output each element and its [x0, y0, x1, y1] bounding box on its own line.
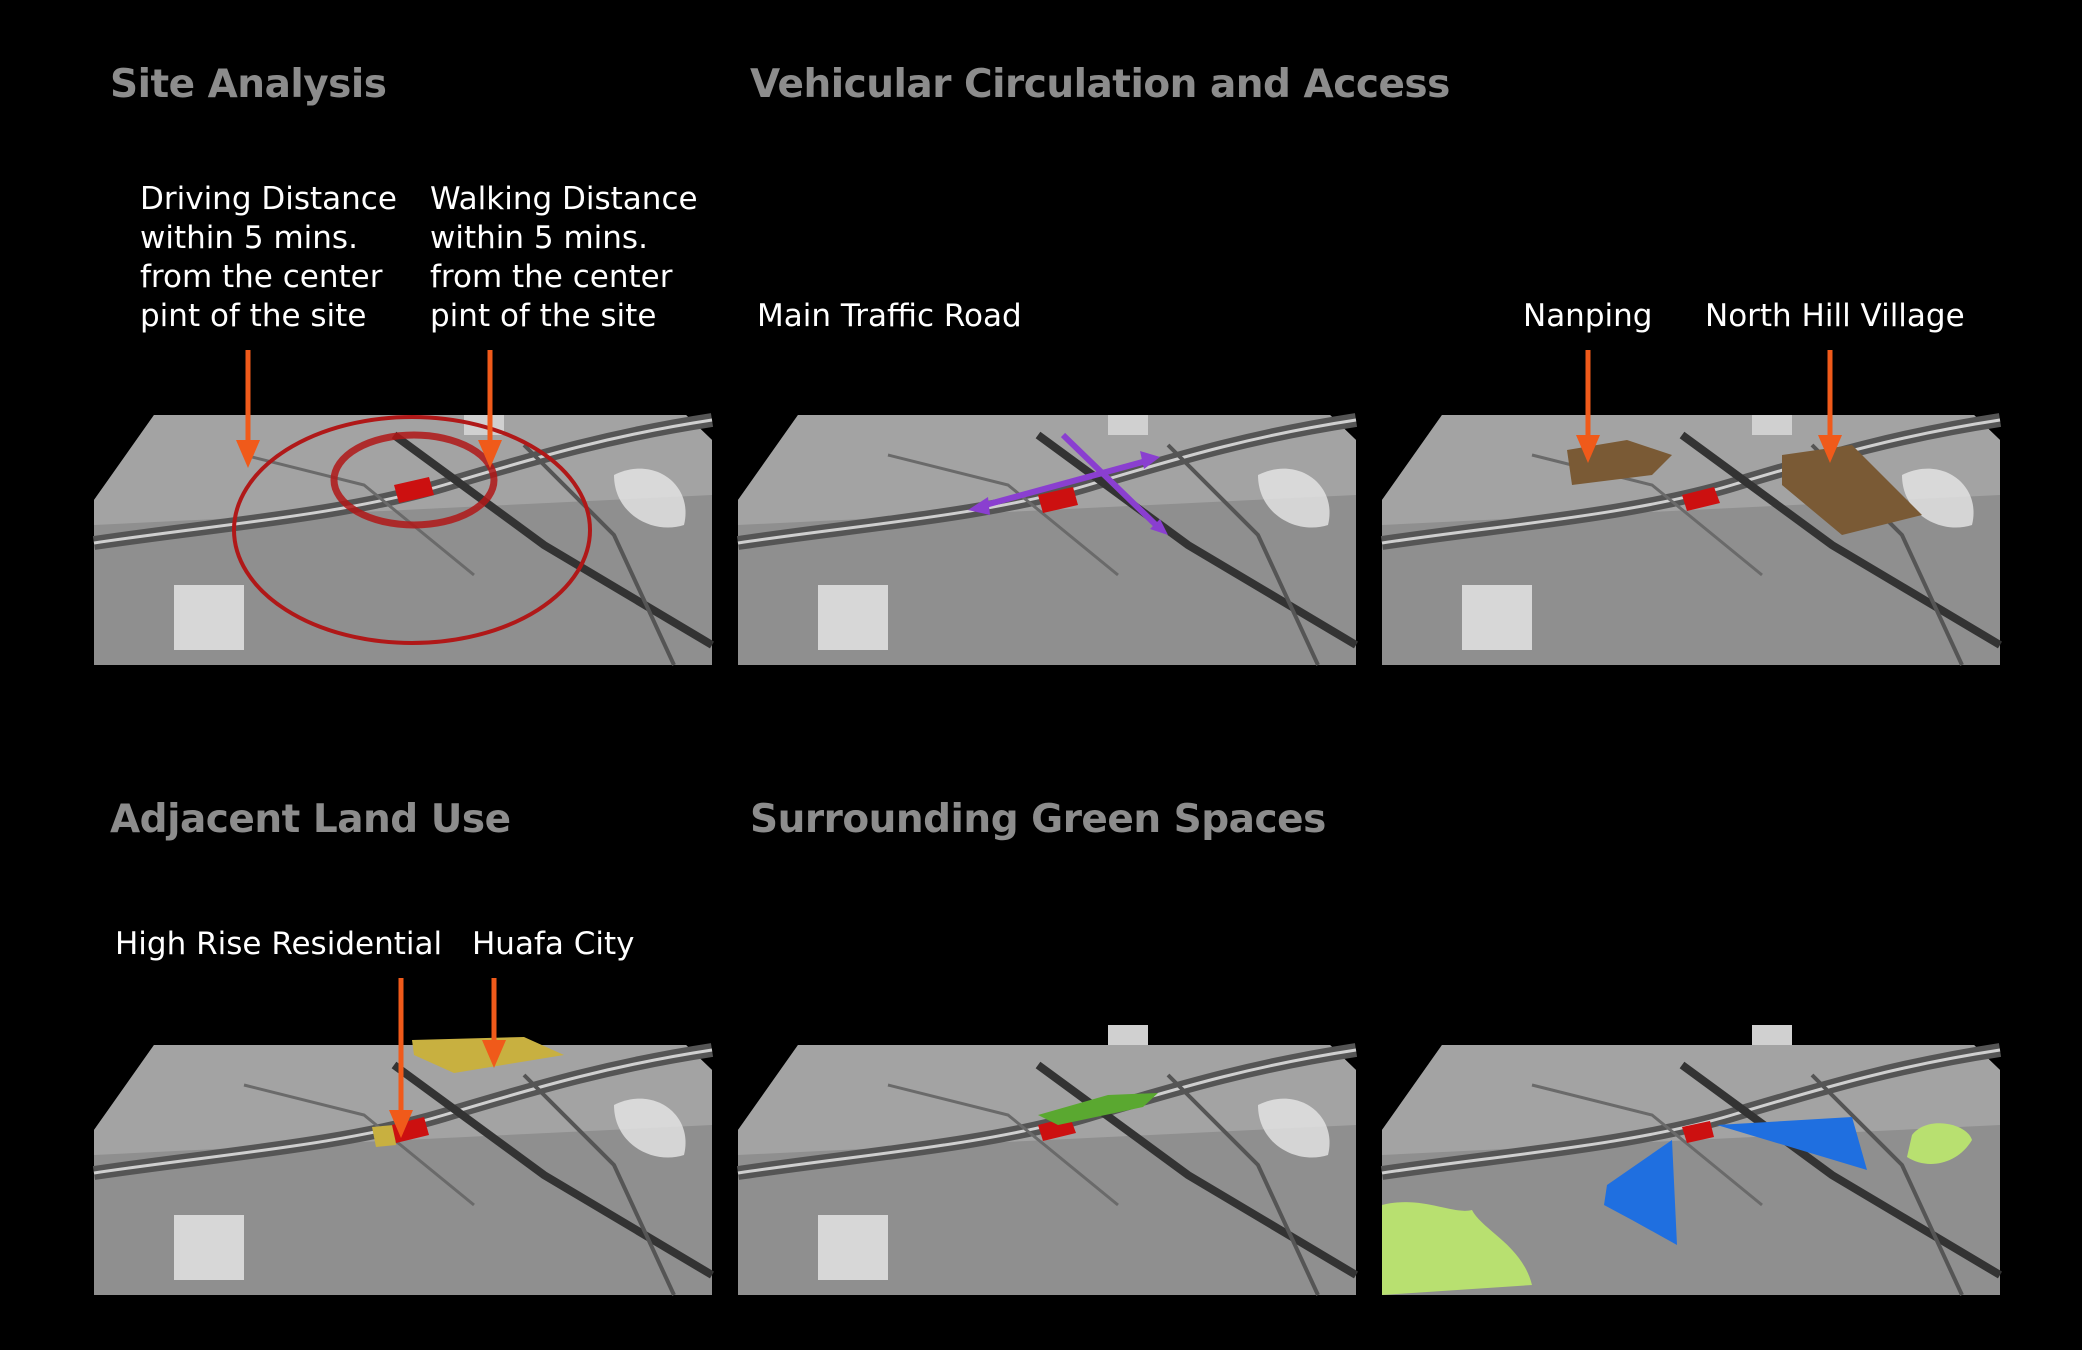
- map-panel-green-spaces: [736, 1025, 1359, 1296]
- map-base: [736, 1025, 1359, 1296]
- water-area-left: [1604, 1140, 1677, 1245]
- map-panel-land-use: [92, 1037, 715, 1296]
- high-rise-residential-area: [372, 1125, 396, 1147]
- map-site-analysis-svg: [92, 413, 715, 666]
- park-area-left: [1382, 1202, 1532, 1295]
- heading-vehicular-circulation: Vehicular Circulation and Access: [750, 62, 1450, 107]
- walking-distance-ring: [330, 431, 498, 529]
- map-panel-water-parks: [1380, 1025, 2003, 1296]
- map-base: [1380, 413, 2003, 666]
- map-panel-vehicular: [736, 413, 1359, 666]
- green-strip-area: [1038, 1093, 1158, 1125]
- map-base: [92, 413, 715, 666]
- map-base: [92, 1043, 715, 1296]
- label-main-traffic-road: Main Traffic Road: [757, 298, 1022, 334]
- map-panel-site-analysis: [92, 413, 715, 666]
- site-marker: [1038, 487, 1078, 513]
- label-walking-distance: Walking Distance within 5 mins. from the…: [430, 181, 698, 334]
- label-high-rise-residential: High Rise Residential: [115, 926, 443, 962]
- heading-surrounding-green-spaces: Surrounding Green Spaces: [750, 797, 1326, 842]
- site-marker: [1682, 487, 1720, 511]
- map-panel-villages: [1380, 413, 2003, 666]
- map-water-parks-svg: [1380, 1025, 2003, 1296]
- map-villages-svg: [1380, 413, 2003, 666]
- traffic-arrows: [968, 432, 1168, 535]
- park-area-right: [1907, 1123, 1972, 1164]
- label-huafa-city: Huafa City: [472, 926, 635, 962]
- site-marker: [394, 477, 434, 503]
- site-marker: [1682, 1121, 1714, 1143]
- north-hill-village-area: [1782, 445, 1922, 535]
- label-north-hill-village: North Hill Village: [1705, 298, 1965, 334]
- driving-distance-ring: [232, 415, 592, 645]
- map-green-spaces-svg: [736, 1025, 1359, 1296]
- map-vehicular-svg: [736, 413, 1359, 666]
- map-base: [736, 413, 1359, 666]
- map-land-use-svg: [92, 1037, 715, 1296]
- water-area-right: [1717, 1117, 1867, 1170]
- label-nanping: Nanping: [1523, 298, 1653, 334]
- heading-adjacent-land-use: Adjacent Land Use: [110, 797, 511, 842]
- heading-site-analysis: Site Analysis: [110, 62, 387, 107]
- label-driving-distance: Driving Distance within 5 mins. from the…: [140, 181, 397, 334]
